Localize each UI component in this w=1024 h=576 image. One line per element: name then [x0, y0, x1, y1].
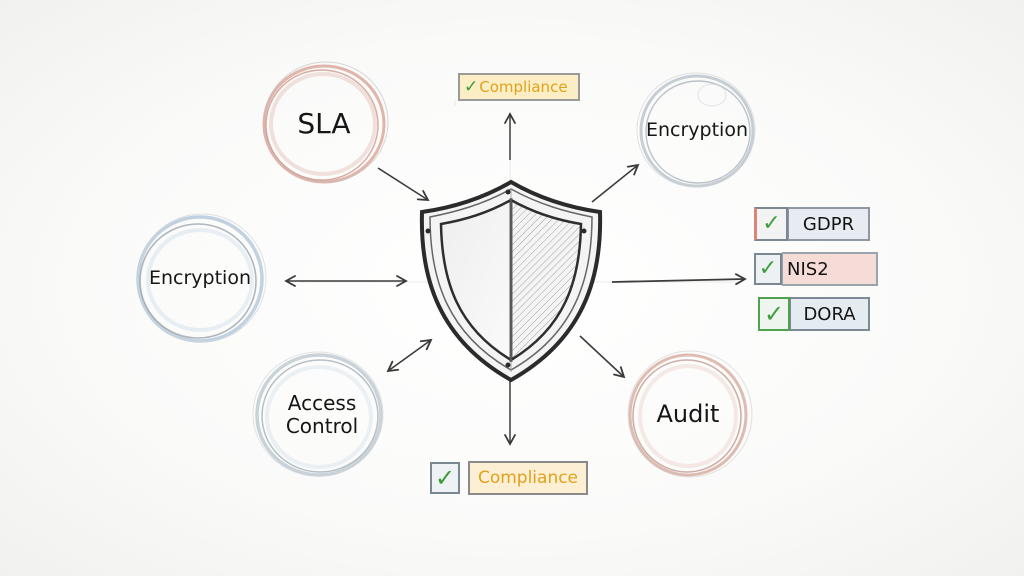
compliance-top-label: Compliance: [479, 78, 568, 96]
node-access-control-label-line1: Access: [287, 391, 357, 415]
regulation-dora-label: DORA: [803, 303, 856, 325]
check-icon: ✓: [464, 76, 479, 97]
arrow-shield-to-audit: [579, 335, 626, 379]
checkbox-checked: ✓: [758, 297, 790, 331]
regulation-dora-box: DORA: [790, 297, 870, 331]
node-encryption-left: Encryption: [135, 254, 265, 304]
checkbox-checked: ✓: [754, 253, 782, 285]
node-access-control: Access Control: [262, 382, 382, 448]
node-audit: Audit: [630, 390, 746, 440]
regulation-nis2: ✓ NIS2: [754, 252, 878, 286]
arrow-access-control-bidirectional: [386, 338, 433, 373]
regulation-dora: ✓ DORA: [758, 296, 870, 332]
arrow-sla-to-shield: [377, 167, 430, 201]
regulation-gdpr-label: GDPR: [802, 213, 855, 235]
checkbox-checked: ✓: [430, 462, 460, 494]
node-encryption-top-right: Encryption: [637, 106, 757, 156]
check-icon: ✓: [763, 300, 785, 328]
node-sla: SLA: [264, 68, 384, 180]
node-audit-label: Audit: [656, 400, 720, 429]
node-encryption-left-label: Encryption: [148, 267, 251, 290]
check-icon: ✓: [434, 464, 456, 492]
compliance-bottom-label: Compliance: [477, 468, 579, 488]
ring-encryption-left: [136, 213, 267, 343]
compliance-tag-bottom: ✓ Compliance: [430, 460, 588, 496]
node-sla-label: SLA: [297, 106, 351, 140]
regulation-nis2-box: NIS2: [782, 252, 878, 286]
node-encryption-top-right-label: Encryption: [645, 119, 748, 142]
arrow-shield-to-regulations: [611, 273, 747, 286]
compliance-bottom-label-box: Compliance: [468, 461, 588, 495]
arrow-shield-to-encryption: [591, 163, 640, 203]
regulation-nis2-label: NIS2: [787, 258, 829, 280]
checkbox-checked: ✓: [754, 207, 788, 241]
check-icon: ✓: [758, 256, 778, 281]
ring-access-control: [252, 351, 384, 477]
node-access-control-label-line2: Control: [285, 414, 359, 438]
ring-sla: [262, 61, 389, 184]
ring-encryption-top-right: [636, 72, 756, 188]
compliance-tag-top: ✓ Compliance: [458, 73, 580, 101]
regulation-gdpr-box: GDPR: [788, 207, 870, 241]
regulation-gdpr: ✓ GDPR: [754, 207, 870, 241]
shield-icon: [419, 179, 603, 383]
check-icon: ✓: [762, 211, 781, 236]
ring-audit: [627, 350, 753, 478]
